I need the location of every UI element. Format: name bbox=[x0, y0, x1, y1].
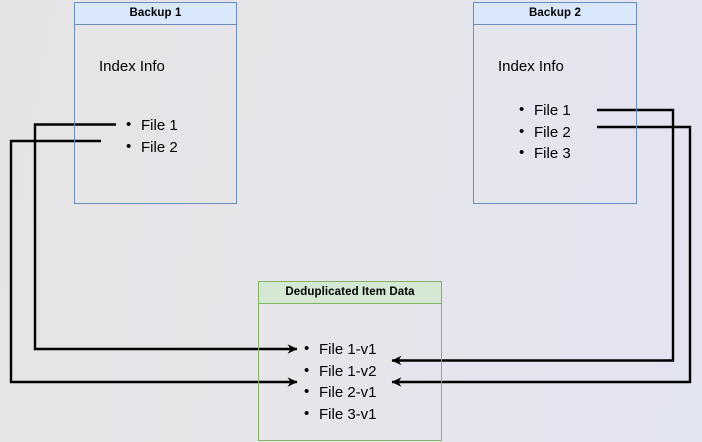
backup-1-index-info-label: Index Info bbox=[99, 58, 165, 75]
dedup-file-list: File 1-v1 File 1-v2 File 2-v1 File 3-v1 bbox=[304, 341, 377, 428]
list-item: File 1-v1 bbox=[304, 341, 377, 359]
node-deduplicated-item-data[interactable]: Deduplicated Item Data File 1-v1 File 1-… bbox=[258, 281, 442, 441]
list-item: File 3 bbox=[519, 145, 571, 163]
node-backup-2[interactable]: Backup 2 Index Info File 1 File 2 File 3 bbox=[473, 2, 637, 204]
list-item: File 1 bbox=[126, 117, 178, 135]
node-backup-1-title: Backup 1 bbox=[75, 3, 236, 25]
node-backup-2-title: Backup 2 bbox=[474, 3, 636, 25]
node-backup-1[interactable]: Backup 1 Index Info File 1 File 2 bbox=[74, 2, 237, 204]
list-item: File 1-v2 bbox=[304, 363, 377, 381]
backup-2-index-info-label: Index Info bbox=[498, 58, 564, 75]
list-item: File 1 bbox=[519, 102, 571, 120]
list-item: File 3-v1 bbox=[304, 406, 377, 424]
list-item: File 2 bbox=[126, 139, 178, 157]
backup-2-file-list: File 1 File 2 File 3 bbox=[519, 102, 571, 168]
node-backup-1-body: Index Info File 1 File 2 bbox=[75, 25, 236, 203]
list-item: File 2-v1 bbox=[304, 384, 377, 402]
node-deduplicated-item-data-title: Deduplicated Item Data bbox=[259, 282, 441, 304]
backup-1-file-list: File 1 File 2 bbox=[126, 117, 178, 161]
list-item: File 2 bbox=[519, 124, 571, 142]
node-deduplicated-item-data-body: File 1-v1 File 1-v2 File 2-v1 File 3-v1 bbox=[259, 304, 441, 440]
node-backup-2-body: Index Info File 1 File 2 File 3 bbox=[474, 25, 636, 203]
